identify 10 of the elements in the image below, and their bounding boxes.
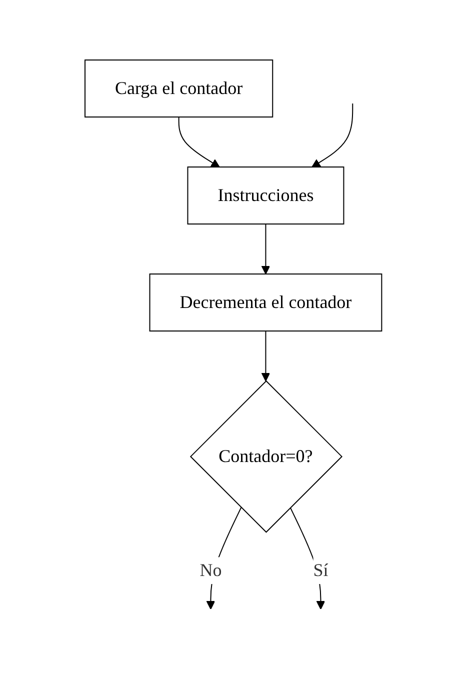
node-diamond: Contador=0? bbox=[190, 380, 342, 533]
edge-label: No bbox=[199, 560, 222, 580]
arrow bbox=[311, 102, 353, 168]
arrow bbox=[261, 223, 270, 274]
node-box: Decrementa el contador bbox=[148, 273, 382, 332]
arrow bbox=[261, 330, 270, 382]
edge-label: Sí bbox=[312, 560, 328, 580]
node-box: Carga el contador bbox=[84, 59, 273, 118]
node-box: Instrucciones bbox=[186, 166, 344, 224]
arrow bbox=[178, 116, 220, 168]
